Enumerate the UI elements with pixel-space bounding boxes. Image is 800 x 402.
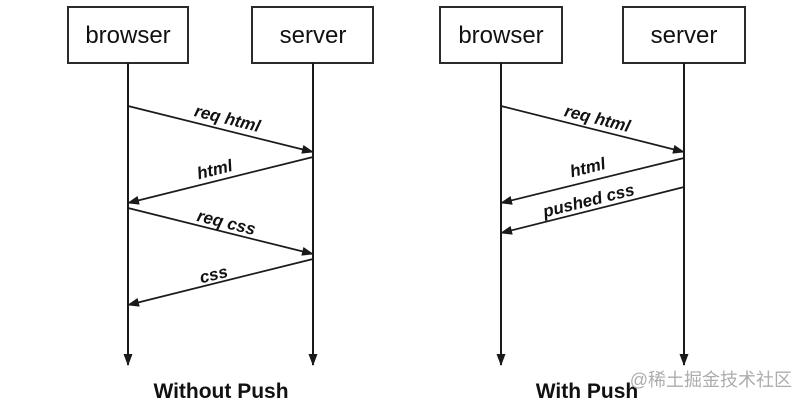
server-box-label: server [280, 22, 347, 49]
browser-box [67, 6, 189, 64]
message-arrow-req-css [127, 207, 314, 256]
message-label-css: css [198, 262, 230, 287]
message-arrow-html [500, 157, 685, 205]
message-label-html: html [195, 156, 236, 183]
server-box-label: server [651, 22, 718, 49]
browser-box-label: browser [85, 22, 170, 49]
message-arrow-css [127, 258, 314, 307]
message-arrow-pushed-css [500, 186, 685, 235]
server-box [251, 6, 374, 64]
message-arrow-req-html [500, 105, 685, 154]
message-label-html: html [568, 154, 609, 181]
message-label-req-css: req css [195, 206, 257, 239]
message-label-pushed-css: pushed css [540, 180, 636, 221]
diagram-without-push: browser server req html html req css css… [67, 6, 374, 402]
diagram-title-without-push: Without Push [153, 380, 288, 402]
message-arrow-html [127, 156, 314, 205]
message-arrow-req-html [127, 105, 314, 154]
watermark: @稀土掘金技术社区 [630, 370, 792, 390]
diagram-with-push: browser server req html html pushed css … [439, 6, 746, 402]
browser-box-label: browser [458, 22, 543, 49]
diagram-title-with-push: With Push [536, 380, 638, 402]
